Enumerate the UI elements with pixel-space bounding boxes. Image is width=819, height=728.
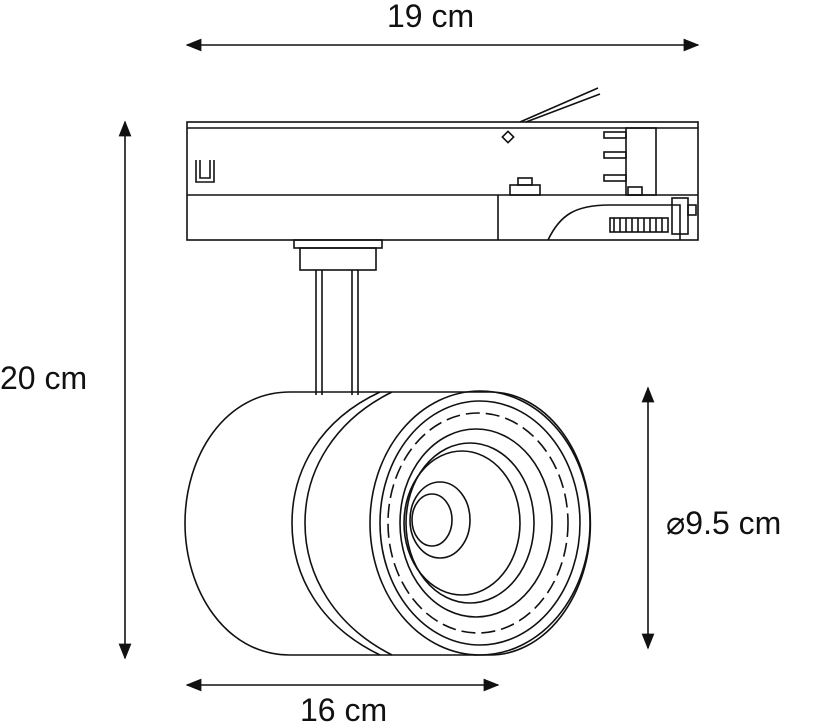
- diameter-value: 9.5 cm: [685, 505, 782, 541]
- spot-body: [184, 390, 592, 656]
- track-adapter: [186, 87, 699, 241]
- height-label: 20 cm: [0, 360, 88, 396]
- width-label: 19 cm: [387, 0, 475, 34]
- stem: [293, 239, 383, 395]
- diameter-label: ⌀9.5 cm: [666, 507, 781, 539]
- diameter-icon: ⌀: [666, 505, 686, 541]
- depth-label: 16 cm: [300, 692, 388, 728]
